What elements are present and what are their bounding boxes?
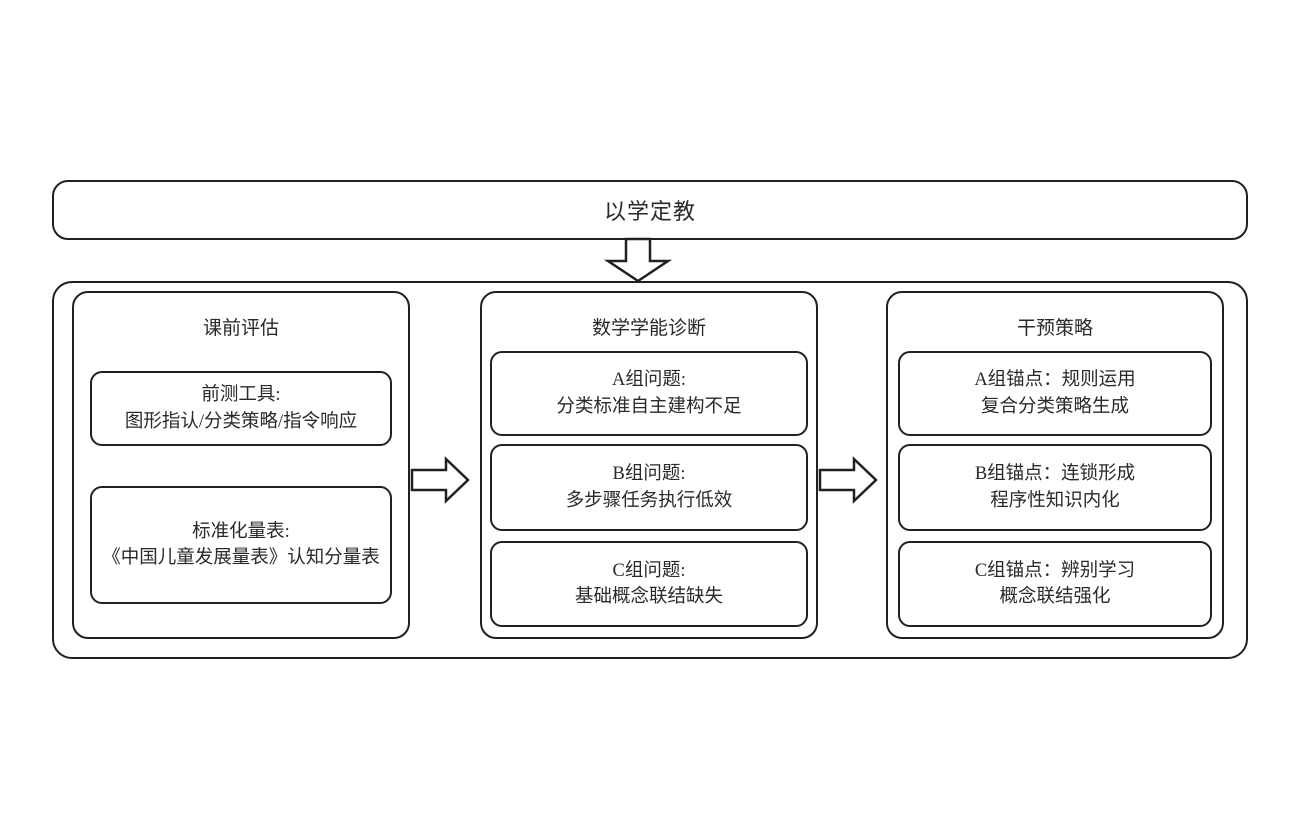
item-card-line-2: 基础概念联结缺失 bbox=[574, 587, 723, 607]
item-card-line-2: 《中国儿童发展量表》认知分量表 bbox=[102, 548, 380, 568]
item-card-line-2: 程序性知识内化 bbox=[990, 490, 1120, 511]
item-card-group-c-problem: C组问题: 基础概念联结缺失 bbox=[490, 541, 808, 627]
diagram-title-box: 以学定教 bbox=[52, 180, 1248, 240]
arrow-down-icon bbox=[603, 237, 673, 283]
item-card-line-1: B组锚点：连锁形成 bbox=[974, 464, 1136, 485]
item-card-line-1: A组问题: bbox=[611, 370, 686, 391]
item-card-line-1: C组问题: bbox=[612, 560, 686, 581]
item-card-line-2: 多步骤任务执行低效 bbox=[565, 490, 733, 511]
item-card-line-1: A组锚点：规则运用 bbox=[974, 370, 1136, 391]
phase-title-math-ability-diagnosis: 数学学能诊断 bbox=[591, 318, 706, 339]
item-card-line-1: B组问题: bbox=[612, 464, 686, 485]
item-card-line-1: 标准化量表: bbox=[192, 521, 290, 542]
phase-title-intervention-strategy: 干预策略 bbox=[1016, 318, 1093, 339]
item-card-line-2: 图形指认/分类策略/指令响应 bbox=[124, 411, 358, 432]
item-card-pretest-tools: 前测工具: 图形指认/分类策略/指令响应 bbox=[90, 371, 392, 446]
item-card-line-1: C组锚点：辨别学习 bbox=[974, 560, 1136, 581]
item-card-group-c-anchor: C组锚点：辨别学习 概念联结强化 bbox=[898, 541, 1212, 627]
item-card-line-1: 前测工具: bbox=[201, 385, 281, 406]
item-card-line-2: 概念联结强化 bbox=[999, 587, 1111, 607]
arrow-right-icon bbox=[410, 456, 470, 504]
item-card-line-2: 分类标准自主建构不足 bbox=[556, 396, 742, 417]
phase-title-pre-assessment: 课前评估 bbox=[202, 318, 279, 339]
diagram-title-text: 以学定教 bbox=[603, 199, 696, 224]
item-card-group-a-problem: A组问题: 分类标准自主建构不足 bbox=[490, 351, 808, 436]
arrow-right-icon bbox=[818, 456, 878, 504]
item-card-line-2: 复合分类策略生成 bbox=[980, 396, 1129, 417]
item-card-group-b-problem: B组问题: 多步骤任务执行低效 bbox=[490, 444, 808, 531]
item-card-standardized-scale: 标准化量表: 《中国儿童发展量表》认知分量表 bbox=[90, 486, 392, 604]
item-card-group-b-anchor: B组锚点：连锁形成 程序性知识内化 bbox=[898, 444, 1212, 531]
item-card-group-a-anchor: A组锚点：规则运用 复合分类策略生成 bbox=[898, 351, 1212, 436]
